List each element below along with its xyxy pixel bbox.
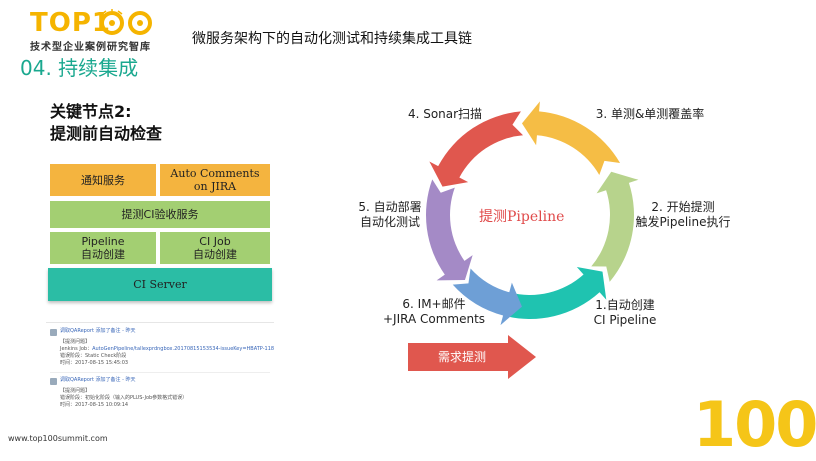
ci-job-create-box: CI Job 自动创建	[160, 232, 270, 264]
pipeline-create-label: Pipeline 自动创建	[81, 235, 125, 261]
cycle-step2-label: 2. 开始提测 触发Pipeline执行	[635, 200, 731, 229]
ci-check-service-label: 提测CI验收服务	[121, 208, 199, 221]
ci-check-service-box: 提测CI验收服务	[50, 201, 270, 228]
cycle-step4-label: 4. Sonar扫描	[407, 107, 483, 121]
keynode-subheading: 提测前自动检查	[50, 124, 163, 143]
page-title: 微服务架构下的自动化测试和持续集成工具链	[192, 31, 472, 47]
requirement-arrow	[408, 335, 536, 379]
keynode-heading: 关键节点2:	[50, 102, 132, 121]
comment-job-line: Jenkins Job：AutoGenPipeline/tallexprdngb…	[60, 346, 274, 353]
cycle-step3-label: 3. 单测&单测覆盖率	[595, 107, 705, 121]
avatar	[50, 329, 57, 336]
comment-stage: 错误阶段：初始化阶段（输入的PLUS-Job参数格式错误）	[60, 395, 188, 401]
footer-100-mark: 100	[693, 388, 816, 461]
cycle-step1-label: 1.自动创建 CI Pipeline	[593, 298, 657, 327]
section-title: 04. 持续集成	[20, 56, 139, 80]
logo-eyes-icon	[98, 9, 156, 40]
cycle-step6-label: 6. IM+邮件 +JIRA Comments	[382, 297, 486, 326]
cycle-arrow-step1	[503, 267, 607, 319]
avatar	[50, 378, 57, 385]
pipeline-create-box: Pipeline 自动创建	[50, 232, 156, 264]
comment-tag: 【提测问题】	[60, 388, 91, 394]
cycle-arrow-step4	[429, 111, 524, 187]
comment-author[interactable]: 调取QAReport 添加了备注 - 昨天	[60, 377, 136, 383]
auto-comments-box: Auto Comments on JIRA	[160, 164, 270, 196]
requirement-arrow-label: 需求提测	[438, 350, 487, 364]
comment-job-link[interactable]: AutoGenPipeline/tallexprdngbox.201708151…	[92, 346, 275, 352]
cycle-center-label: 提测Pipeline	[479, 209, 565, 225]
comment-time: 时间：2017-08-15 15:45:03	[60, 360, 129, 366]
comment-tag: 【提测问题】	[60, 339, 91, 345]
comment-job-prefix: Jenkins Job：	[60, 346, 93, 352]
logo-wordmark: TOP1	[30, 8, 111, 38]
comment-stage: 错误阶段：Static Check阶段	[60, 353, 127, 359]
comment-time: 时间：2017-08-15 10:09:14	[60, 402, 129, 408]
ci-job-create-label: CI Job 自动创建	[193, 235, 237, 261]
comment-author[interactable]: 调取QAReport 添加了备注 - 昨天	[60, 328, 136, 334]
logo-tagline: 技术型企业案例研究智库	[30, 42, 151, 53]
ci-server-label: CI Server	[133, 278, 187, 291]
cycle-step5-label: 5. 自动部署 自动化测试	[358, 200, 422, 229]
auto-comments-label: Auto Comments on JIRA	[170, 167, 260, 193]
cycle-arrow-step2	[591, 171, 639, 282]
notify-service-box: 通知服务	[50, 164, 156, 196]
comment-divider	[50, 372, 270, 373]
notify-service-label: 通知服务	[81, 173, 125, 187]
cycle-arrow-step6	[452, 268, 522, 326]
comment-log-panel: 调取QAReport 添加了备注 - 昨天 【提测问题】 Jenkins Job…	[46, 322, 274, 421]
ci-server-box: CI Server	[48, 268, 272, 301]
pipeline-cycle-diagram	[426, 101, 639, 326]
footer-url[interactable]: www.top100summit.com	[8, 434, 108, 443]
cycle-arrow-step5	[426, 179, 473, 281]
cycle-arrow-step3	[521, 101, 621, 175]
